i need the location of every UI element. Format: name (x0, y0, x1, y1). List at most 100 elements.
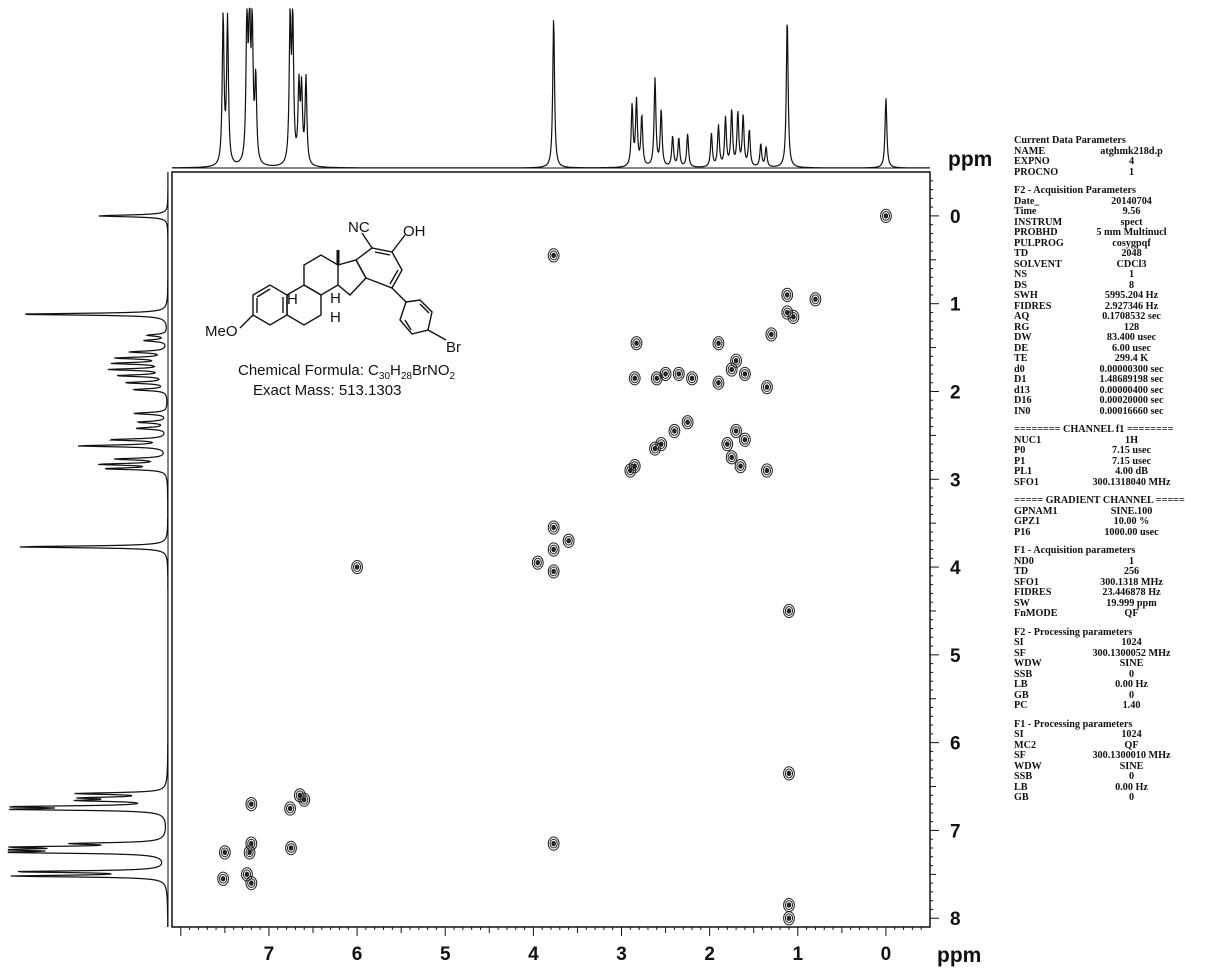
parameter-value: 0.00020000 sec (1099, 395, 1164, 406)
parameter-value: 0.00 Hz (1115, 679, 1148, 690)
parameter-key: GB (1014, 792, 1029, 803)
x-tick-label: 7 (264, 944, 275, 965)
contour-spot (781, 287, 794, 303)
chemical-formula: Chemical Formula: C30H28BrNO2 (238, 362, 455, 382)
x-tick-label: 1 (793, 944, 804, 965)
parameter-row: PL1 4.00 dB (1014, 466, 1219, 478)
parameter-key: SWH (1014, 290, 1038, 301)
parameter-value: 4.00 dB (1115, 466, 1148, 477)
x-axis-unit-label: ppm (937, 944, 981, 967)
contour-spot (783, 897, 795, 913)
parameter-key: d13 (1014, 384, 1030, 396)
contour-spot (547, 248, 560, 263)
parameter-key: SFO1 (1014, 476, 1039, 488)
parameter-row: GPNAM1 SINE.100 (1014, 505, 1219, 518)
chemical-structure (239, 232, 447, 341)
contour-spot (245, 796, 258, 812)
parameter-value: 300.1300052 MHz (1092, 647, 1171, 659)
parameter-value: QF (1124, 739, 1139, 751)
parameter-value: QF (1124, 608, 1139, 619)
contour-spot (712, 375, 725, 390)
y-tick-label: 7 (950, 821, 961, 842)
parameter-key: EXPNO (1014, 156, 1050, 167)
parameter-value: 7.15 usec (1111, 445, 1152, 456)
parameter-value: 1.40 (1122, 700, 1141, 711)
parameter-value: SINE.100 (1110, 505, 1153, 517)
parameter-key: NS (1014, 269, 1028, 280)
parameter-row: WDW SINE (1014, 658, 1219, 670)
parameter-value: 1000.00 usec (1104, 526, 1159, 538)
parameter-key: FnMODE (1014, 608, 1058, 619)
contour-spot (734, 458, 747, 474)
parameter-key: WDW (1014, 658, 1042, 669)
y-tick-label: 8 (950, 909, 961, 930)
parameter-key: SF (1014, 647, 1026, 659)
y-tick-label: 3 (950, 470, 961, 491)
contour-spot (562, 533, 575, 548)
parameter-key: SFO1 (1014, 576, 1039, 588)
x-tick-label: 5 (440, 944, 451, 965)
parameter-key: NAME (1014, 145, 1046, 157)
y-tick-label: 5 (950, 646, 961, 667)
parameter-key: TD (1014, 566, 1029, 577)
parameter-key: PL1 (1014, 466, 1033, 477)
projection-unit-label: ppm (948, 148, 992, 171)
parameter-key: LB (1014, 679, 1028, 690)
parameter-key: SI (1014, 637, 1024, 648)
parameter-value: 1024 (1121, 637, 1142, 648)
parameter-key: GPNAM1 (1014, 505, 1058, 517)
f1-projection-trace (7, 172, 169, 927)
parameter-key: P1 (1014, 455, 1026, 467)
contour-spot (681, 415, 694, 430)
parameter-value: SINE (1119, 658, 1144, 669)
parameter-value: SINE (1119, 760, 1144, 772)
contour-spot (630, 336, 643, 351)
nitrile-label: NC (348, 219, 370, 236)
parameter-key: PROCNO (1014, 166, 1059, 178)
parameter-value: 9.56 (1122, 206, 1141, 217)
parameter-row: SF 300.1300052 MHz (1014, 647, 1219, 660)
parameter-value: 0 (1128, 668, 1135, 680)
parameter-value: 1024 (1121, 729, 1142, 740)
parameter-value: 0 (1128, 689, 1135, 701)
parameter-value: 20140704 (1111, 195, 1152, 207)
parameter-key: WDW (1014, 760, 1042, 772)
contour-spot (284, 801, 297, 816)
x-tick-label: 0 (881, 944, 892, 965)
parameter-key: PROBHD (1014, 227, 1058, 238)
contour-spot (628, 371, 641, 386)
bromine-label: Br (446, 339, 461, 356)
contour-spot (649, 441, 661, 456)
parameter-value: CDCl3 (1116, 258, 1147, 270)
parameter-value: atghmk218d.p (1100, 145, 1163, 157)
parameter-value: 23.446878 Hz (1102, 587, 1161, 598)
parameter-value: 299.4 K (1114, 353, 1149, 364)
parameter-key: RG (1014, 321, 1030, 333)
